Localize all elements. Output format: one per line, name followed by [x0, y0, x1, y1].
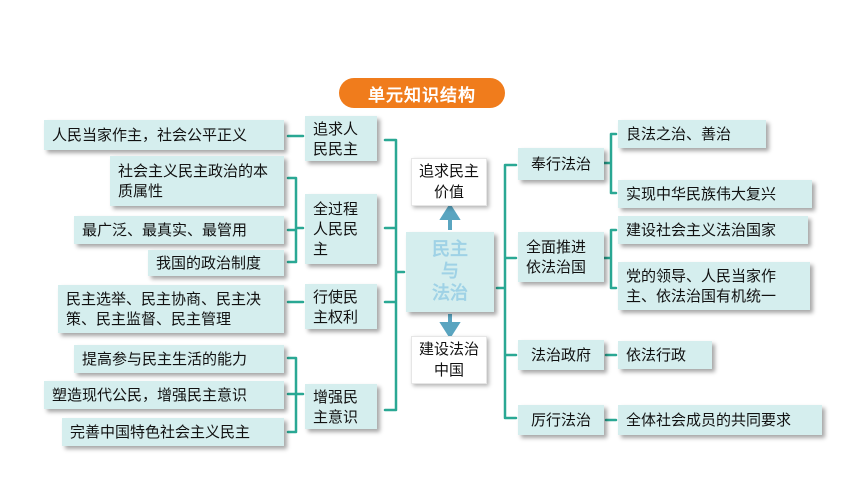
- left-category-1: 追求人民民主: [305, 116, 377, 161]
- top-node: 追求民主价值: [411, 158, 487, 206]
- right-main-brace: [495, 163, 518, 420]
- right-item-3: 建设社会主义法治国家: [618, 216, 808, 244]
- right-category-2: 全面推进依法治国: [518, 232, 604, 282]
- left-category-4: 增强民主意识: [305, 384, 377, 429]
- bottom-node: 建设法治中国: [411, 336, 487, 384]
- left-item-5: 民主选举、民主协商、民主决策、民主监督、民主管理: [58, 285, 284, 333]
- right-category-4: 厉行法治: [518, 405, 604, 435]
- left-category-3: 行使民主权利: [305, 284, 377, 329]
- right-cat1-brace: [602, 132, 618, 195]
- arrow-up-head: [439, 203, 461, 220]
- left-category-2: 全过程人民民主: [305, 194, 377, 264]
- left-cat4-brace: [286, 356, 305, 434]
- left-main-brace: [383, 138, 406, 412]
- left-cat2-brace: [286, 176, 305, 264]
- arrow-down-head: [439, 322, 461, 339]
- right-item-1: 良法之治、善治: [618, 120, 766, 148]
- right-cat2-brace: [602, 228, 618, 290]
- right-item-6: 全体社会成员的共同要求: [618, 405, 822, 435]
- left-item-3: 最广泛、最真实、最管用: [74, 216, 284, 244]
- left-item-1: 人民当家作主，社会公平正义: [44, 120, 284, 150]
- right-item-2: 实现中华民族伟大复兴: [618, 180, 812, 208]
- right-category-1: 奉行法治: [518, 148, 604, 180]
- left-item-8: 完善中国特色社会主义民主: [62, 418, 284, 446]
- left-item-6: 提高参与民主生活的能力: [74, 345, 284, 373]
- center-line-2: 与: [441, 261, 459, 282]
- diagram-title: 单元知识结构: [339, 78, 505, 108]
- center-line-3: 法治: [432, 283, 468, 304]
- center-line-1: 民主: [432, 239, 468, 260]
- left-item-2: 社会主义民主政治的本质属性: [110, 156, 284, 206]
- right-item-5: 依法行政: [618, 341, 712, 369]
- center-node: 民主 与 法治: [406, 232, 494, 312]
- right-category-3: 法治政府: [518, 340, 604, 370]
- left-item-4: 我国的政治制度: [148, 250, 284, 276]
- right-item-4: 党的领导、人民当家作主、依法治国有机统一: [618, 262, 810, 310]
- left-item-7: 塑造现代公民，增强民主意识: [44, 381, 284, 409]
